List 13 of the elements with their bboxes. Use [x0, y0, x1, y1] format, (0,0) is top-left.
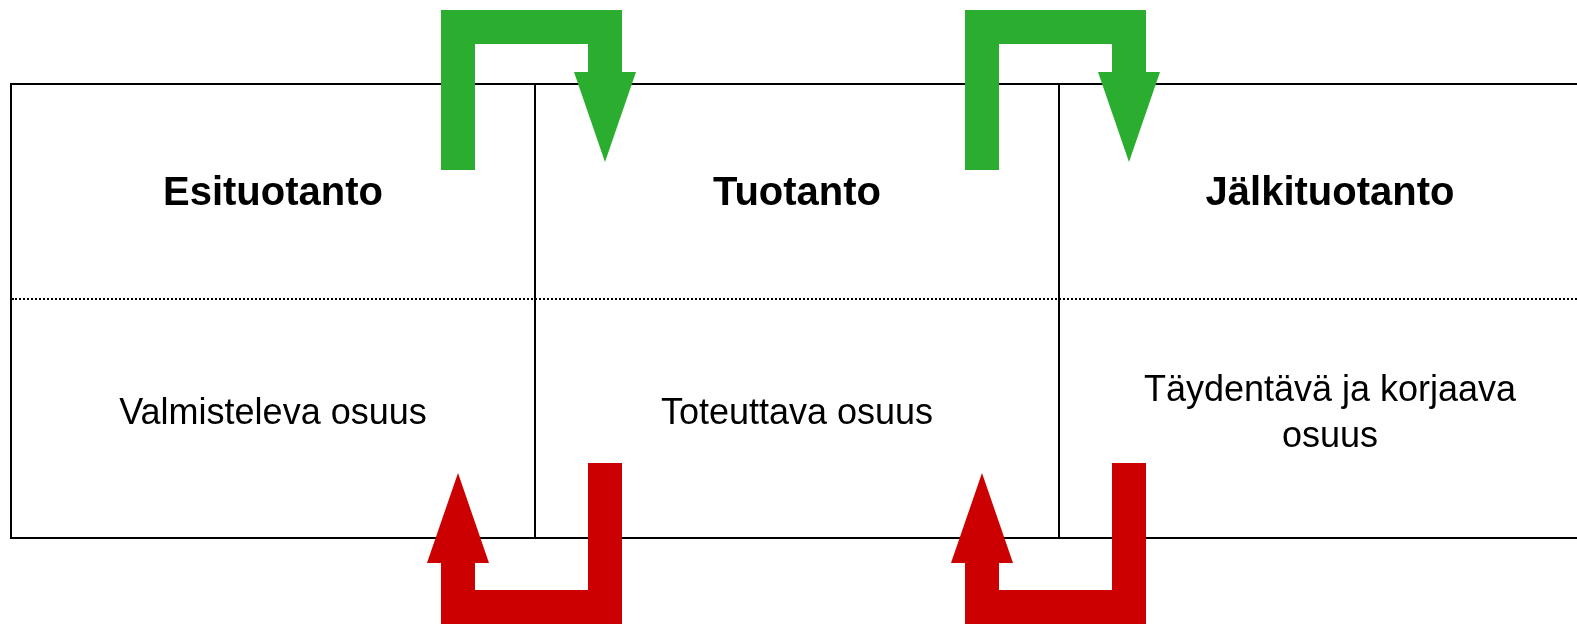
- phase-description: Toteuttava osuus: [660, 390, 934, 434]
- phase-heading: Esituotanto: [163, 169, 383, 213]
- arrow: [951, 463, 1146, 624]
- arrow: [427, 463, 622, 624]
- phase-description: Täydentävä ja korjaava osuus: [1142, 367, 1518, 457]
- phase-box: [10, 83, 536, 539]
- phase-description: Valmisteleva osuus: [119, 390, 427, 434]
- arrow: [965, 10, 1160, 170]
- phase-box: [1058, 83, 1577, 539]
- arrow: [441, 10, 636, 170]
- phase-heading: Tuotanto: [712, 169, 882, 213]
- phase-box: [534, 83, 1060, 539]
- phase-heading: Jälkituotanto: [1205, 169, 1455, 213]
